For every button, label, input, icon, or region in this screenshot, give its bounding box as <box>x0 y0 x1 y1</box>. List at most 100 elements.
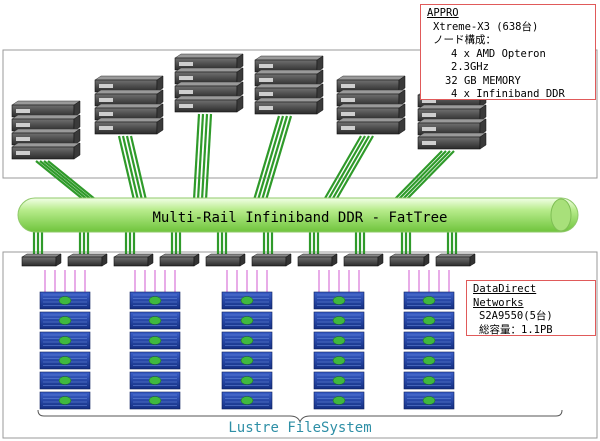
switch-top <box>389 253 430 258</box>
server-top <box>336 89 406 95</box>
compute-link <box>43 160 93 201</box>
compute-link <box>264 115 293 201</box>
fabric-label: Multi-Rail Infiniband DDR - FatTree <box>152 210 448 226</box>
switch-side <box>101 253 108 267</box>
server-side <box>73 100 81 118</box>
switch-side <box>147 253 154 267</box>
status-led <box>148 336 162 345</box>
compute-link <box>47 160 97 201</box>
server-bezel <box>259 78 273 82</box>
storage-array <box>313 291 365 410</box>
compute-link <box>397 150 447 201</box>
status-led <box>240 356 254 365</box>
edge-switch <box>297 256 333 267</box>
server-side <box>479 104 487 122</box>
server-side <box>236 67 244 85</box>
appro-callout: APPRO Xtreme-X3 (638台) ノード構成： 4 x AMD Op… <box>420 4 596 100</box>
server-bezel <box>16 123 30 127</box>
server-bezel <box>422 127 436 131</box>
compute-link <box>192 113 201 201</box>
server-side <box>479 118 487 136</box>
edge-switch <box>251 256 287 267</box>
compute-link <box>401 150 451 201</box>
server-side <box>398 89 406 107</box>
filesystem-brace <box>37 409 563 424</box>
server-side <box>156 89 164 107</box>
status-led <box>240 296 254 305</box>
server-bezel <box>422 113 436 117</box>
server-bezel <box>179 62 193 66</box>
server-top <box>11 114 81 120</box>
status-led <box>422 316 436 325</box>
status-led <box>422 376 436 385</box>
server-bezel <box>341 98 355 102</box>
switch-side <box>193 253 200 267</box>
compute-link <box>331 135 370 201</box>
server-bezel <box>16 109 30 113</box>
switch-group <box>21 253 476 267</box>
server-top <box>336 103 406 109</box>
status-led <box>58 296 72 305</box>
switch-side <box>239 253 246 267</box>
edge-switch <box>389 256 425 267</box>
compute-link <box>196 113 205 201</box>
server-side <box>156 103 164 121</box>
switch-top <box>343 253 384 258</box>
server-top <box>94 89 164 95</box>
appro-memory: 32 GB MEMORY <box>445 74 521 87</box>
server-top <box>94 103 164 109</box>
server-top <box>336 117 406 123</box>
compute-link <box>204 113 213 201</box>
server-bezel <box>259 64 273 68</box>
storage-unit-group <box>39 291 455 410</box>
server-top <box>417 118 487 124</box>
edge-switch <box>205 256 241 267</box>
compute-link <box>200 113 209 201</box>
storage-array <box>403 291 455 410</box>
server-rack-group <box>11 53 487 160</box>
status-led <box>332 396 346 405</box>
compute-link <box>121 135 140 201</box>
server-side <box>73 142 81 160</box>
server-side <box>316 97 324 115</box>
ddn-capacity: 総容量：1.1PB <box>479 323 553 336</box>
server-bezel <box>422 99 436 103</box>
edge-switch <box>435 256 471 267</box>
storage-array <box>221 291 273 410</box>
status-led <box>58 396 72 405</box>
server-bezel <box>259 106 273 110</box>
server-bezel <box>422 141 436 145</box>
status-led <box>58 316 72 325</box>
link-group <box>32 113 458 257</box>
status-led <box>332 336 346 345</box>
status-led <box>240 396 254 405</box>
compute-link <box>323 135 362 201</box>
server-rack <box>11 100 81 160</box>
ddn-title: DataDirect Networks <box>473 283 537 309</box>
edge-switch <box>21 256 57 267</box>
server-side <box>156 117 164 135</box>
server-top <box>94 75 164 81</box>
status-led <box>422 296 436 305</box>
server-top <box>254 97 324 103</box>
status-led <box>240 376 254 385</box>
server-rack <box>254 55 324 115</box>
server-side <box>316 83 324 101</box>
server-side <box>156 75 164 93</box>
status-led <box>332 376 346 385</box>
switch-side <box>331 253 338 267</box>
status-led <box>148 396 162 405</box>
status-led <box>58 376 72 385</box>
edge-switch <box>113 256 149 267</box>
server-rack <box>417 90 487 150</box>
storage-array <box>129 291 181 410</box>
server-top <box>336 75 406 81</box>
compute-link <box>35 160 85 201</box>
status-led <box>332 316 346 325</box>
server-top <box>11 100 81 106</box>
switch-top <box>67 253 108 258</box>
appro-node-config: ノード構成： <box>433 34 496 46</box>
compute-link <box>256 115 285 201</box>
server-side <box>73 128 81 146</box>
server-side <box>398 75 406 93</box>
